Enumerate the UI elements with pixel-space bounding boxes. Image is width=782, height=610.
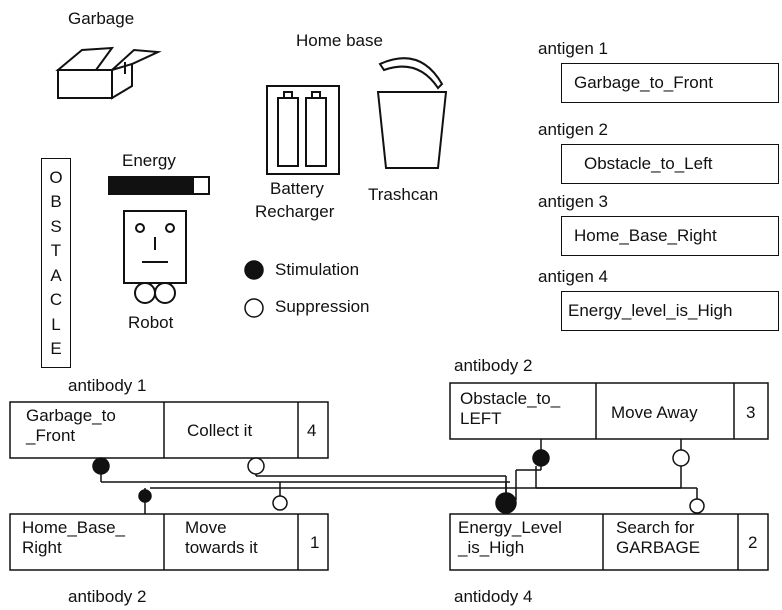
antibody-2-upper-action: Move Away: [611, 403, 698, 423]
obstacle-letter: O: [49, 169, 62, 186]
obstacle-letter: T: [51, 242, 61, 259]
obstacle-letter: L: [51, 316, 60, 333]
stimulation-marker-icon: [245, 261, 263, 279]
home-base-label: Home base: [296, 32, 383, 49]
antigen-4-title: antigen 4: [538, 268, 608, 285]
antibody-2-lower-id: 1: [310, 533, 319, 553]
antigen-1-title: antigen 1: [538, 40, 608, 57]
obstacle-letter: A: [50, 267, 61, 284]
suppression-node: [673, 450, 689, 466]
antibody-4-id: 2: [748, 533, 757, 553]
antigen-2-title: antigen 2: [538, 121, 608, 138]
antibody-4-title: antidody 4: [454, 588, 532, 605]
stimulation-label: Stimulation: [275, 261, 359, 278]
antigen-1-box: Garbage_to_Front: [561, 63, 779, 103]
stimulation-node: [496, 493, 516, 513]
suppression-label: Suppression: [275, 298, 370, 315]
suppression-node: [273, 496, 287, 510]
suppression-node: [690, 499, 704, 513]
antibody-2-lower-condition: Home_Base_ Right: [22, 518, 125, 559]
garbage-label: Garbage: [68, 10, 134, 27]
robot-label: Robot: [128, 314, 173, 331]
antibody-2-lower-action: Move towards it: [185, 518, 258, 559]
antigen-4-value: Energy_level_is_High: [568, 301, 732, 321]
suppression-node: [248, 458, 264, 474]
antibody-1-title: antibody 1: [68, 377, 146, 394]
obstacle-letter: S: [50, 218, 61, 235]
antigen-4-box: Energy_level_is_High: [561, 291, 779, 331]
trashcan-icon: [378, 58, 446, 168]
obstacle-letter: E: [50, 340, 61, 357]
antibody-4-condition: Energy_Level _is_High: [458, 518, 562, 559]
antigen-2-box: Obstacle_to_Left: [561, 144, 779, 184]
obstacle-letter: B: [50, 193, 61, 210]
suppression-marker-icon: [245, 299, 263, 317]
antibody-2-lower-title: antibody 2: [68, 588, 146, 605]
antigen-2-value: Obstacle_to_Left: [584, 154, 713, 174]
recharger-label: Recharger: [255, 203, 334, 220]
stimulation-node: [93, 458, 109, 474]
antibody-1-action: Collect it: [187, 421, 252, 441]
battery-recharger-icon: [267, 86, 339, 174]
obstacle-box: O B S T A C L E: [41, 158, 71, 368]
antibody-2-upper-condition: Obstacle_to_ LEFT: [460, 389, 560, 430]
antigen-3-value: Home_Base_Right: [574, 226, 717, 246]
stimulation-node: [533, 450, 549, 466]
antibody-1-id: 4: [307, 421, 316, 441]
antigen-3-title: antigen 3: [538, 193, 608, 210]
energy-label: Energy: [122, 152, 176, 169]
garbage-box-icon: [58, 48, 158, 98]
antigen-3-box: Home_Base_Right: [561, 216, 779, 256]
robot-icon: [124, 211, 186, 303]
antibody-4-action: Search for GARBAGE: [616, 518, 700, 559]
energy-bar-icon: [109, 177, 209, 194]
stimulation-node: [139, 490, 151, 502]
antibody-1-condition: Garbage_to _Front: [26, 406, 116, 447]
antibody-2-upper-title: antibody 2: [454, 357, 532, 374]
obstacle-letter: C: [50, 291, 62, 308]
antigen-1-value: Garbage_to_Front: [574, 73, 713, 93]
battery-label: Battery: [270, 180, 324, 197]
trashcan-label: Trashcan: [368, 186, 438, 203]
antibody-2-upper-id: 3: [746, 403, 755, 423]
